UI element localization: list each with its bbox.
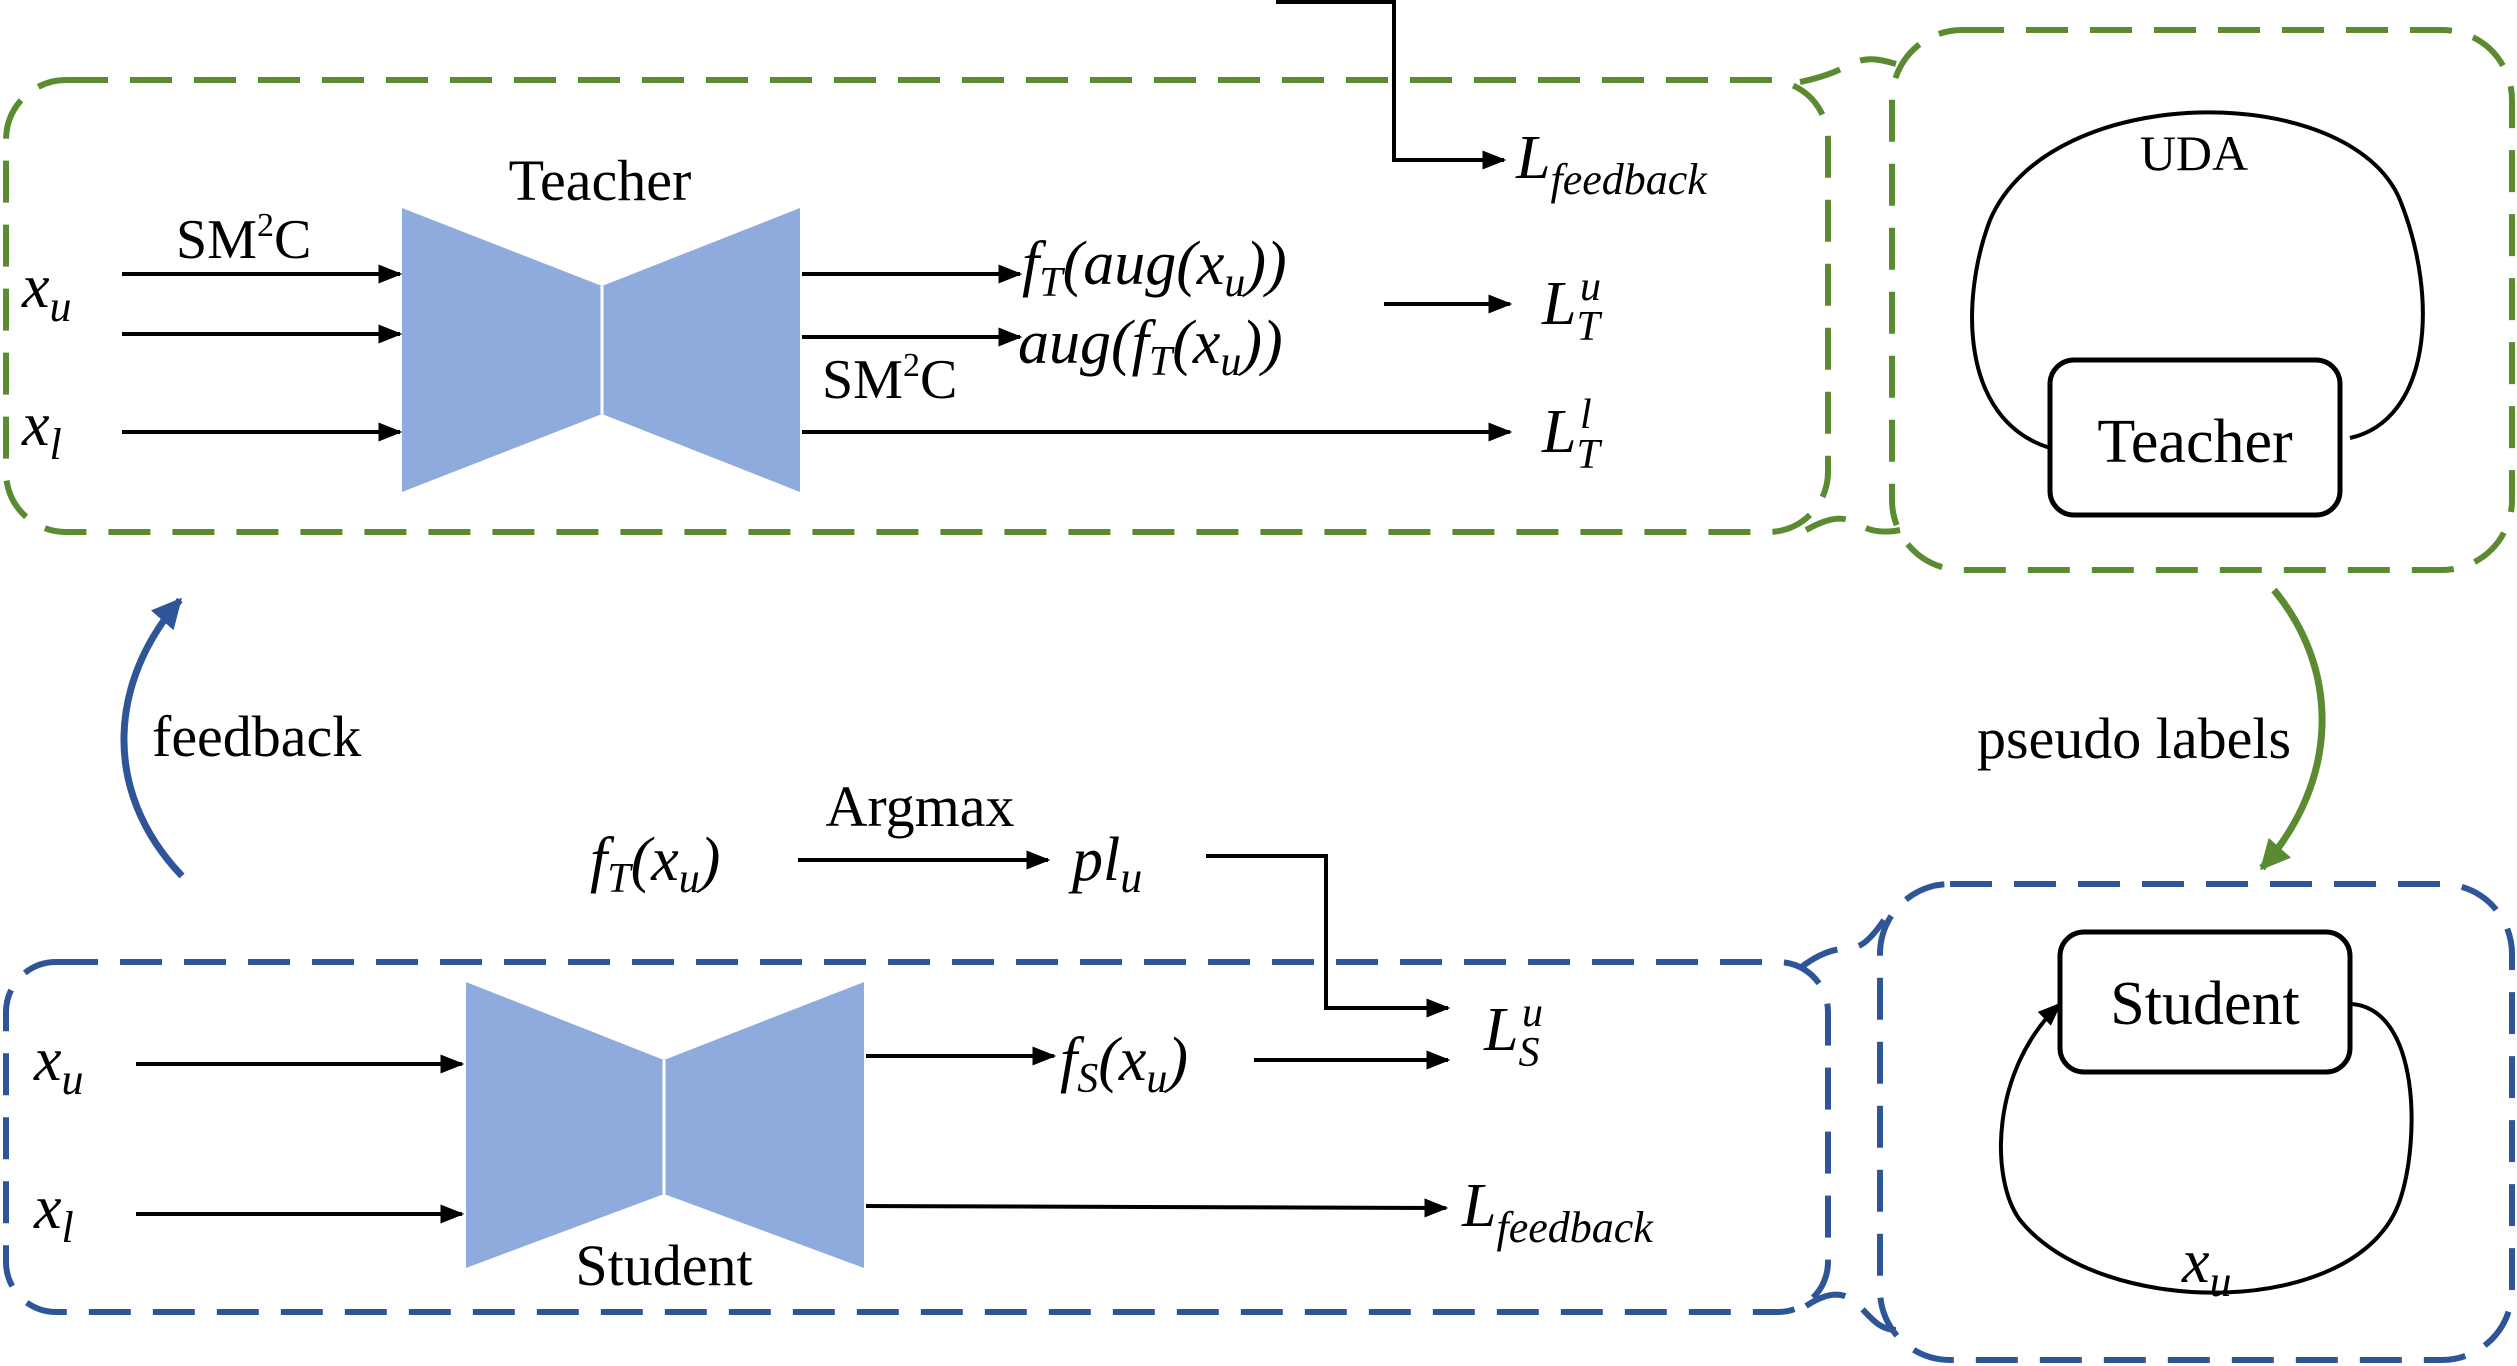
- uda-teacher-box: [2047, 357, 2343, 518]
- uda-title: UDA: [2140, 125, 2248, 181]
- teacher-loss-feedback: Lfeedback: [1515, 124, 1708, 204]
- teacher-input-u: xu: [21, 253, 72, 331]
- teacher-augment-label-2: SM2C: [822, 347, 957, 411]
- student-network: [466, 982, 864, 1268]
- uda-student-input: xu: [2181, 1228, 2232, 1306]
- student-to-uda-connector-top: [1798, 918, 1887, 971]
- argmax-source: fT(xu): [590, 826, 720, 902]
- feedback-label: feedback: [152, 704, 361, 769]
- teacher-input-l: xl: [21, 391, 62, 469]
- student-loss-feedback: Lfeedback: [1461, 1172, 1654, 1252]
- uda-loop-arrow: [1970, 110, 2425, 464]
- pseudo-label-to-loss-line: [1206, 854, 1451, 1018]
- teacher-to-uda-connector-top: [1799, 56, 1897, 85]
- student-input-u: xu: [33, 1026, 84, 1104]
- uda-student-label: Student: [2110, 970, 2299, 1038]
- teacher-network-title: Teacher: [509, 148, 692, 213]
- feedback-arrow: [120, 597, 185, 879]
- student-to-uda-connector-bottom: [1804, 1291, 1897, 1333]
- teacher-output-predict-then-aug: aug(fT(xu)): [1018, 309, 1283, 385]
- teacher-loss-unlabeled: LTu: [1541, 264, 1602, 350]
- uda-teacher-panel: [1889, 27, 2515, 573]
- uda-student-panel: [1877, 881, 2515, 1363]
- student-loss-unlabeled: LSu: [1483, 990, 1543, 1076]
- uda-student-loop-arrow: [1998, 1002, 2414, 1295]
- student-output: fS(xu): [1060, 1026, 1188, 1102]
- pseudo-labels-arrow: [2259, 587, 2326, 871]
- teacher-to-uda-connector-bottom: [1804, 515, 1901, 535]
- argmax-label: Argmax: [825, 774, 1014, 839]
- teacher-panel-box: [3, 77, 1831, 535]
- feedback-loss-line: [1276, 0, 1507, 170]
- uda-student-box: [2057, 929, 2353, 1075]
- student-network-title: Student: [575, 1233, 752, 1298]
- teacher-augment-label: SM2C: [176, 207, 311, 271]
- teacher-loss-labeled: LTl: [1541, 392, 1602, 478]
- pseudo-labels-label: pseudo labels: [1977, 706, 2291, 771]
- pseudo-label-result: plu: [1068, 826, 1142, 902]
- teacher-network: [402, 208, 800, 492]
- student-panel-box: [3, 959, 1831, 1315]
- uda-teacher-label: Teacher: [2097, 408, 2293, 476]
- student-input-l: xl: [33, 1174, 74, 1252]
- teacher-output-aug-then-predict: fT(aug(xu)): [1022, 230, 1287, 306]
- student-arrow-feedback: [865, 1198, 1449, 1218]
